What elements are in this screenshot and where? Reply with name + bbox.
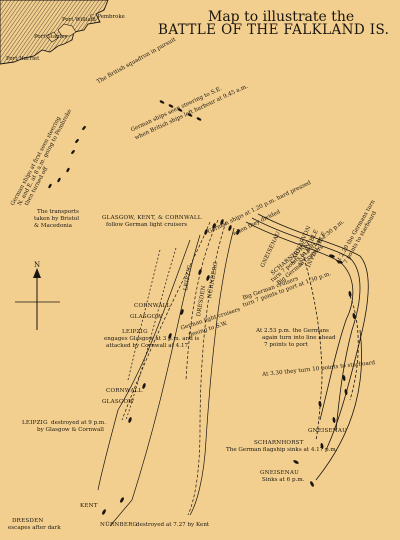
place-port-stanley: Port Stanley [34,34,68,40]
ship-label-kent: KENT [80,503,98,509]
annotation-leipzig-engages-2: attacked by Cornwall at 4.17 [106,343,189,349]
annotation-transports-3: & Macedonia [34,223,72,229]
annotation-transports-2: taken by Bristol [34,216,80,222]
annotation-germans-253-2: again turn into line ahead [262,335,336,341]
annotation-leipzig-destroyed-2: by Glasgow & Cornwall [37,427,104,433]
ship-label-scharnhorst-2: SCHARNHORST [254,440,304,446]
place-pembroke: C. Pembroke [90,14,125,20]
annotation-transports-1: The transports [37,209,79,215]
map-subtitle: BATTLE OF THE FALKLAND IS. [158,22,390,38]
annotation-gneisenau-sinks: Sinks at 6 p.m. [262,477,305,483]
annotation-germans-253-3: 7 points to port [264,342,308,348]
ship-label-glasgow-2: GLASGOW [102,399,135,405]
ship-label-dresden-2: DRESDEN [12,518,44,524]
annotation-leipzig-engages-1: engages Glasgow at 3 p.m. and is [104,336,200,342]
ship-label-leipzig-3: LEIPZIG [22,420,48,426]
battle-cruiser-tracks [245,213,369,481]
place-port-william: Port William [62,17,96,23]
place-port-harriet: Port Harriet [6,56,40,62]
ship-label-leipzig-2: LEIPZIG [122,329,148,335]
annotation-follow-light: follow German light cruisers [106,222,188,228]
annotation-dresden-escapes: escapes after dark [8,525,61,531]
annotation-germans-253-1: At 2.53 p.m. the Germans [256,328,329,334]
ship-label-glasgow-1: GLASGOW [130,314,163,320]
inner-harbour [45,31,59,43]
ship-markers [102,219,356,515]
compass-north-label: N [34,261,41,269]
annotation-nurnberg-destroyed: destroyed at 7.27 by Kent [136,522,210,528]
compass-rose [15,268,60,330]
annotation-leipzig-destroyed-1: destroyed at 9 p.m. [51,420,107,426]
annotation-flagship-sinks: The German flagship sinks at 4.17 p.m. [226,447,338,453]
harbour-water [57,23,77,37]
ship-label-gneisenau-2: GNEISENAU [308,428,348,434]
map-title: Map to illustrate the [208,9,355,25]
ship-label-cornwall-1: CORNWALL [134,303,171,309]
german-squadron-track [48,100,202,189]
ship-label-nurnberg-2: NÜRNBERG [100,522,138,528]
ship-label-glasgow-kent-cornwall: GLASGOW, KENT, & CORNWALL [102,215,202,221]
ship-label-cornwall-2: CORNWALL [106,388,143,394]
light-cruiser-tracks [97,219,235,527]
ship-label-gneisenau-3: GNEISENAU [260,470,300,476]
